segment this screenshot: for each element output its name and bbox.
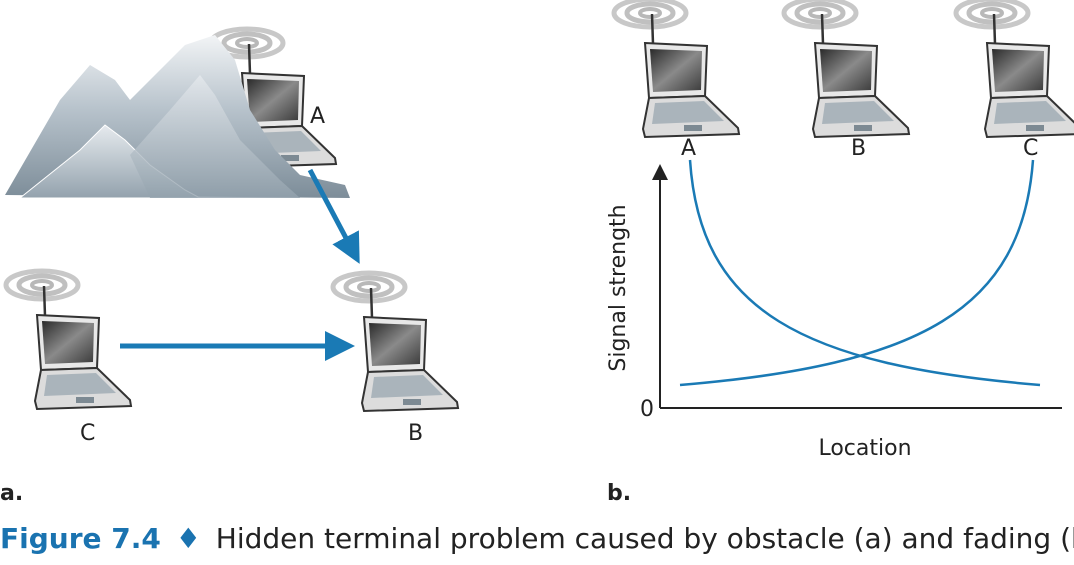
panel-a: A C B a. [0, 29, 458, 506]
arrow-a-to-b [307, 168, 360, 264]
panel-b-label: b. [607, 481, 631, 506]
node-label-a: A [310, 104, 325, 129]
mountain-obstacle [5, 35, 350, 199]
caption-text: Hidden terminal problem caused by obstac… [215, 522, 1074, 555]
origin-label: 0 [640, 397, 654, 422]
diamond-separator: ♦ [175, 522, 201, 555]
laptop-c-icon [6, 271, 131, 409]
node-label-b: B [851, 136, 866, 161]
figure-caption: Figure 7.4 ♦ Hidden terminal problem cau… [0, 522, 1074, 555]
node-label-a: A [681, 136, 696, 161]
figure-number: Figure 7.4 [0, 522, 161, 555]
node-label-c: C [1023, 136, 1038, 161]
laptop-b-icon [333, 273, 458, 411]
diagram: A C B a. A B C 0 Signal strength Locatio… [0, 0, 1074, 506]
signal-curve-c [679, 159, 1035, 387]
node-label-c: C [80, 421, 95, 446]
panel-a-label: a. [0, 481, 23, 506]
laptop-c-icon [956, 0, 1074, 137]
laptop-b-icon [784, 0, 909, 137]
laptop-a-icon [614, 0, 739, 137]
x-axis-label: Location [818, 436, 911, 461]
signal-curve-a [688, 159, 1041, 387]
node-label-b: B [408, 421, 423, 446]
y-axis-label: Signal strength [606, 204, 631, 371]
panel-b: A B C 0 Signal strength Location b. [606, 0, 1074, 506]
